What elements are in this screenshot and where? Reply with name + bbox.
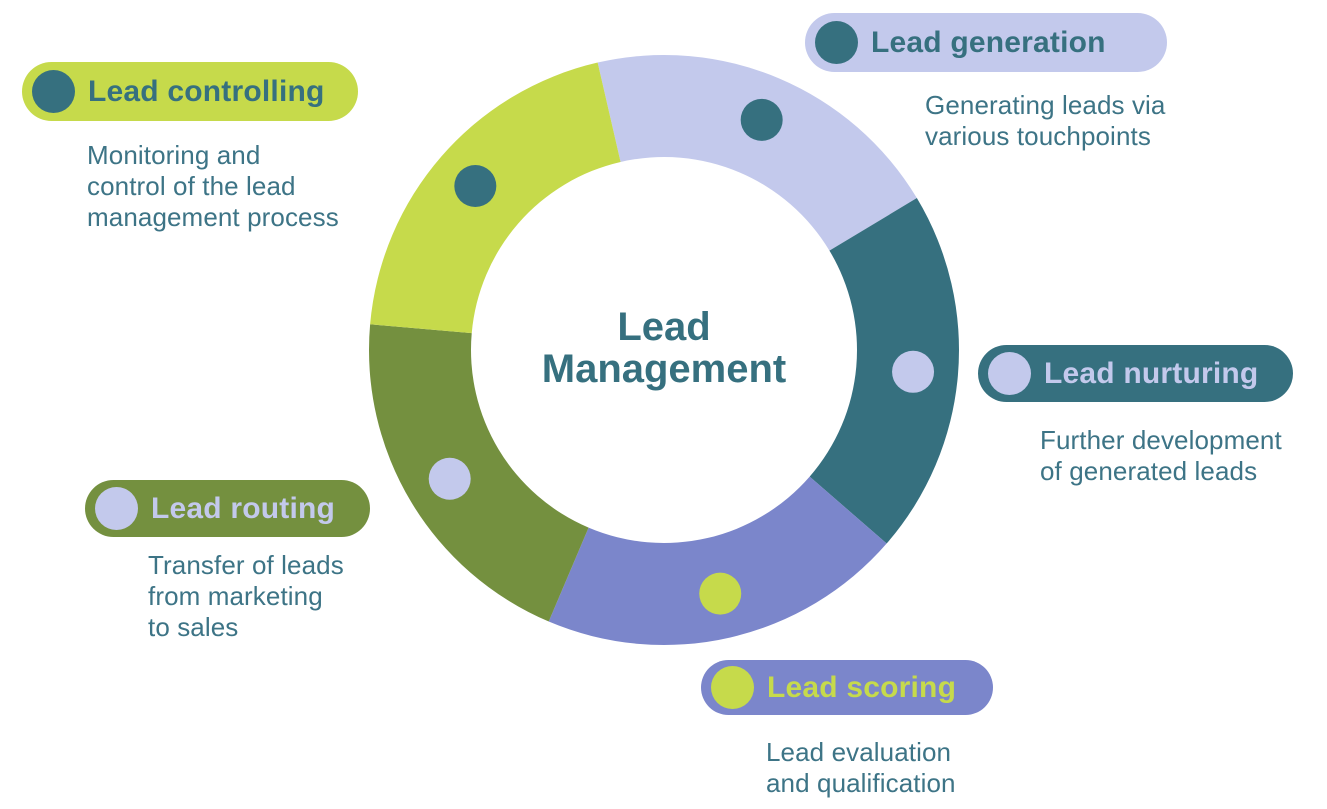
- lead-scoring-pill: Lead scoring: [701, 660, 993, 715]
- lead-nurturing-description: Further development of generated leads: [1040, 425, 1293, 487]
- donut-segment-controlling: [370, 62, 621, 334]
- lead-nurturing-pill: Lead nurturing: [978, 345, 1293, 402]
- lead-scoring-description: Lead evaluation and qualification: [766, 737, 993, 799]
- donut-segment-nurturing: [809, 198, 959, 544]
- lead-generation-description: Generating leads via various touchpoints: [925, 90, 1167, 152]
- donut-dot-scoring: [699, 572, 742, 615]
- description-line: Further development: [1040, 425, 1282, 455]
- lead-routing-pill-label: Lead routing: [151, 491, 336, 525]
- lead-routing-pill: Lead routing: [85, 480, 370, 537]
- donut-dot-routing: [428, 457, 471, 500]
- lead-controlling-pill: Lead controlling: [22, 62, 358, 121]
- lead-scoring-dot-icon: [711, 666, 754, 709]
- lead-controlling-dot-icon: [32, 70, 75, 113]
- donut-dot-nurturing: [892, 350, 935, 393]
- lead-routing-description: Transfer of leads from marketing to sale…: [148, 550, 370, 643]
- donut-dot-generation: [740, 98, 783, 141]
- donut-segment-routing: [368, 324, 589, 622]
- lead-controlling-pill-label: Lead controlling: [88, 74, 325, 108]
- lead-generation-pill: Lead generation: [805, 13, 1167, 72]
- callout-lead-generation: Lead generation Generating leads via var…: [805, 13, 1167, 152]
- callout-lead-controlling: Lead controlling Monitoring and control …: [22, 62, 358, 233]
- description-line: control of the lead: [87, 171, 296, 201]
- description-line: Lead evaluation: [766, 737, 952, 767]
- description-line: from marketing: [148, 581, 323, 611]
- donut-segment-generation: [597, 54, 917, 251]
- lead-controlling-description: Monitoring and control of the lead manag…: [87, 140, 358, 233]
- lead-scoring-pill-label: Lead scoring: [767, 670, 957, 704]
- description-line: to sales: [148, 612, 239, 642]
- lead-routing-dot-icon: [95, 487, 138, 530]
- lead-nurturing-pill-label: Lead nurturing: [1044, 356, 1259, 390]
- donut-center-title-line2: Management: [541, 347, 787, 391]
- description-line: of generated leads: [1040, 456, 1258, 486]
- description-line: and qualification: [766, 768, 956, 798]
- donut-segment-scoring: [548, 476, 887, 646]
- callout-lead-nurturing: Lead nurturing Further development of ge…: [978, 345, 1293, 487]
- description-line: Monitoring and: [87, 140, 261, 170]
- description-line: management process: [87, 202, 339, 232]
- lead-nurturing-dot-icon: [988, 352, 1031, 395]
- callout-lead-scoring: Lead scoring Lead evaluation and qualifi…: [701, 660, 993, 799]
- donut-center-title-line1: Lead: [617, 305, 711, 349]
- lead-generation-pill-label: Lead generation: [871, 25, 1106, 59]
- description-line: Generating leads via: [925, 90, 1166, 120]
- lead-generation-dot-icon: [815, 21, 858, 64]
- donut-center-title: Lead Management: [542, 306, 787, 390]
- donut-dot-controlling: [454, 164, 497, 207]
- callout-lead-routing: Lead routing Transfer of leads from mark…: [85, 480, 370, 643]
- description-line: Transfer of leads: [148, 550, 344, 580]
- description-line: various touchpoints: [925, 121, 1151, 151]
